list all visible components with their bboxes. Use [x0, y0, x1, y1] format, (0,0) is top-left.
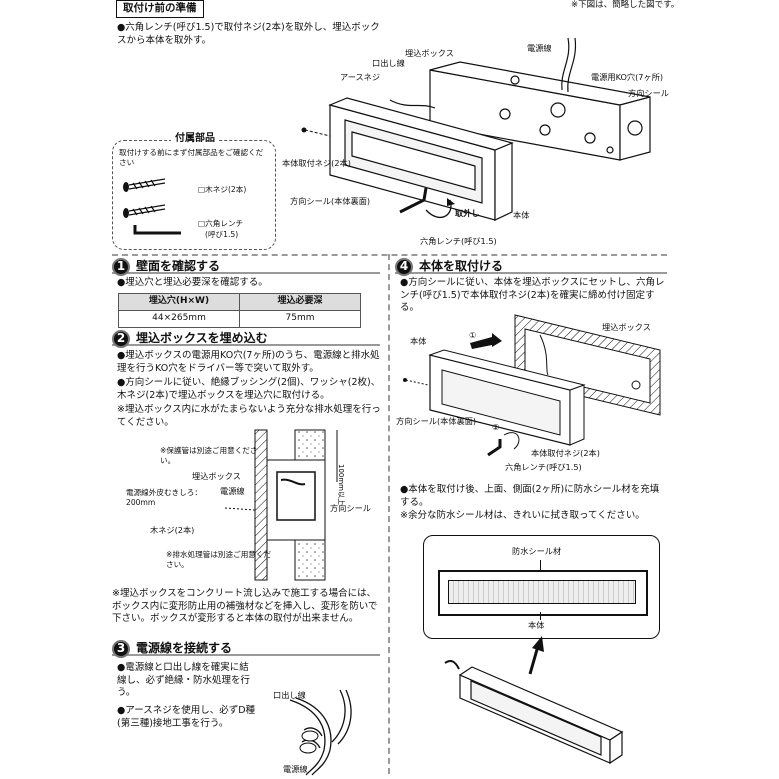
label-seal-material: 防水シール材	[512, 546, 562, 556]
accessory-hex-wrench-size: (呼び1.5)	[205, 230, 239, 239]
fixture-front	[438, 570, 648, 616]
step4-text-1: ●方向シールに従い、本体を埋込ボックスにセットし、六角レンチ(呼び1.5)で本体…	[400, 277, 665, 314]
body-drawing	[328, 97, 514, 221]
step3-number: 3	[112, 640, 130, 658]
step2-text-3: ※埋込ボックス内に水がたまらないよう充分な排水処理を行ってください。	[117, 404, 381, 428]
section-tag-preparation: 取付け前の準備	[116, 0, 204, 18]
wall-section-diagram: 100mm以上	[224, 429, 346, 581]
mount-diagram	[403, 314, 661, 457]
step3-text-2: ●アースネジを使用し、必ずD種(第三種)接地工事を行う。	[117, 705, 256, 729]
seal-detail-box: 防水シール材 本体	[423, 535, 660, 639]
accessories-box: 付属部品 取付けする前にまず付属部品をご確認ください □木ネジ(2本) □六角レ…	[112, 132, 276, 250]
step2-text-1: ●埋込ボックスの電源用KO穴(7ヶ所)のうち、電源線と排水処理を行うKO穴をドラ…	[117, 350, 380, 374]
step1-spec-table: 埋込穴(H×W) 埋込必要深 44×265mm 75mm	[118, 293, 361, 328]
prep-diagram	[301, 37, 651, 221]
label-dir-seal-2: 方向シール	[330, 503, 371, 513]
accessory-drawings	[123, 178, 181, 235]
label-power-line: 電源線	[527, 43, 552, 53]
label-outlet-line: 口出し線	[372, 58, 405, 68]
label-body-detail: 本体	[528, 620, 545, 630]
step3-text-1: ●電源線と口出し線を確実に結線し、必ず絶縁・防水処理を行う。	[117, 662, 251, 699]
spec-header-depth: 埋込必要深	[239, 293, 361, 311]
label-body-screw-4: 本体取付ネジ(2本)	[531, 448, 600, 458]
label-ko-hole: 電源用KO穴(7ヶ所)	[591, 72, 664, 82]
label-embed-box-4: 埋込ボックス	[602, 322, 651, 332]
step3-title: 電源線を接続する	[136, 641, 233, 656]
label-body-screw: 本体取付ネジ(2本)	[282, 158, 351, 168]
step4-text-3: ※余分な防水シール材は、きれいに拭き取ってください。	[400, 510, 645, 521]
label-hex-wrench-4: 六角レンチ(呼び1.5)	[505, 462, 582, 472]
label-power-line-2: 電源線	[220, 486, 245, 496]
label-body: 本体	[513, 210, 530, 220]
marker-1: ①	[469, 330, 477, 340]
step4-title: 本体を取付ける	[419, 259, 504, 274]
step1-text: ●埋込穴と埋込必要深を確認する。	[117, 277, 268, 288]
step3-header: 3 電源線を接続する	[112, 640, 380, 658]
prep-instruction: ●六角レンチ(呼び1.5)で取付ネジ(2本)を取外し、埋込ボックスから本体を取外…	[117, 22, 380, 46]
installed-fixture-drawing	[444, 660, 624, 765]
label-outlet-line-3: 口出し線	[273, 690, 306, 700]
step2-text-2: ●方向シールに従い、絶縁ブッシング(2個)、ワッシャ(2枚)、木ネジ(2本)で埋…	[117, 377, 381, 401]
step1-title: 壁面を確認する	[136, 259, 221, 274]
label-dir-seal: 方向シール	[628, 88, 669, 98]
spec-value-hole: 44×265mm	[118, 309, 240, 328]
divider-vertical	[388, 254, 390, 774]
step1-header: 1 壁面を確認する	[112, 258, 380, 276]
label-power-line-3: 電源線	[283, 764, 308, 774]
label-remove: 取外し	[455, 208, 480, 218]
step4-header: 4 本体を取付ける	[395, 258, 667, 276]
label-hex-wrench: 六角レンチ(呼び1.5)	[420, 236, 497, 246]
accessories-title: 付属部品	[171, 132, 219, 146]
label-embed-box: 埋込ボックス	[405, 48, 454, 58]
dim-label: 100mm以上	[337, 464, 346, 505]
marker-2: ②	[492, 422, 500, 432]
accessory-hex-wrench: □六角レンチ	[198, 219, 244, 228]
accessory-wood-screw: □木ネジ(2本)	[198, 185, 247, 194]
label-body-4: 本体	[410, 336, 427, 346]
arrow-up-icon	[528, 636, 544, 675]
step2-caution: ※埋込ボックスをコンクリート流し込みで施工する場合には、ボックス内に変形防止用の…	[112, 588, 378, 625]
label-wood-screw: 木ネジ(2本)	[150, 525, 195, 535]
label-embed-box-2: 埋込ボックス	[192, 471, 241, 481]
step2-number: 2	[112, 330, 130, 348]
embed-box-drawing	[429, 61, 651, 161]
label-earth-screw: アースネジ	[340, 72, 381, 82]
accessories-note: 取付けする前にまず付属部品をご確認ください	[119, 148, 264, 168]
spec-header-hole: 埋込穴(H×W)	[118, 293, 240, 311]
wire-connection-diagram	[289, 689, 352, 776]
spec-value-depth: 75mm	[239, 309, 361, 328]
label-drain: ※排水処理管は別途ご用意ください。	[166, 550, 272, 570]
label-protect-pipe: ※保護管は別途ご用意ください。	[160, 446, 258, 466]
label-dir-seal-back-4: 方向シール(本体裏面)	[396, 416, 477, 426]
label-strip-length: 電源線外皮むきしろ：200mm	[126, 488, 202, 508]
step4-text-2: ●本体を取付け後、上面、側面(2ヶ所)に防水シール材を充填する。	[400, 484, 660, 508]
step2-title: 埋込ボックスを埋め込む	[136, 331, 268, 346]
step2-header: 2 埋込ボックスを埋め込む	[112, 330, 380, 348]
step4-number: 4	[395, 258, 413, 276]
simplified-note: ※下図は、簡略した図です。	[571, 0, 680, 10]
label-dir-seal-back: 方向シール(本体裏面)	[290, 196, 371, 206]
step1-number: 1	[112, 258, 130, 276]
